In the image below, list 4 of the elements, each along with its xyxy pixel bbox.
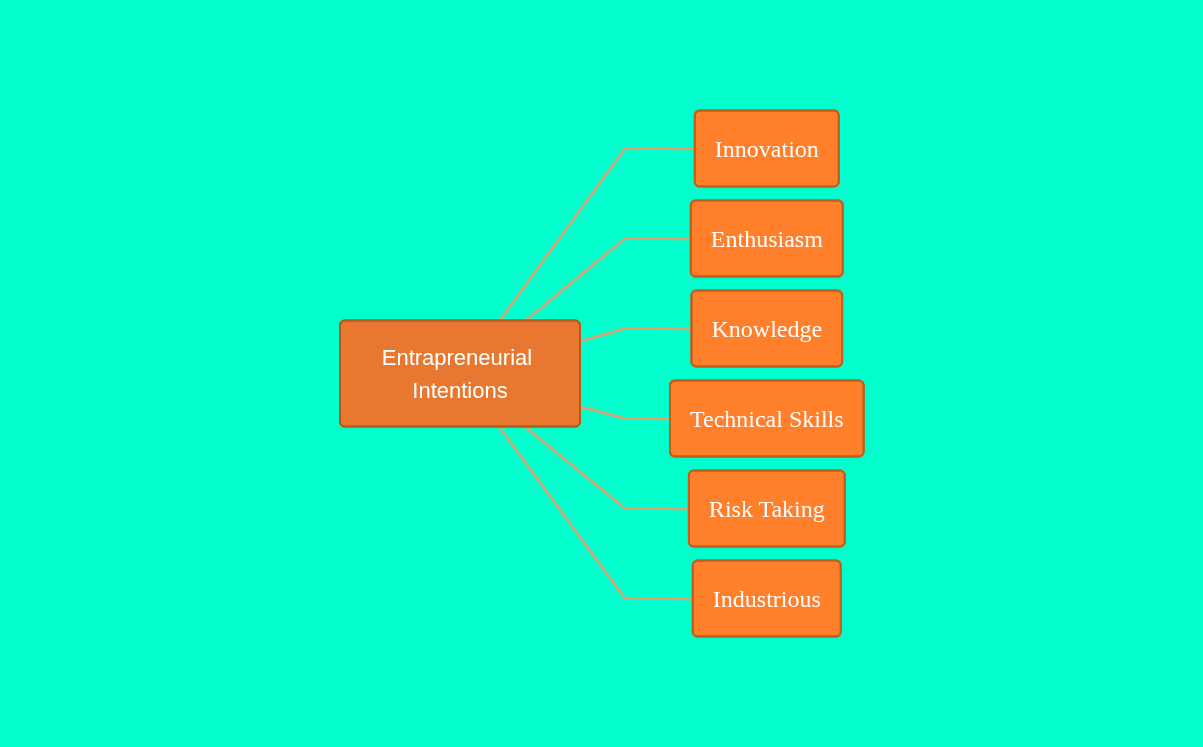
connector [498,147,695,322]
connector [524,237,691,322]
connector [498,426,693,601]
connector [579,327,692,343]
